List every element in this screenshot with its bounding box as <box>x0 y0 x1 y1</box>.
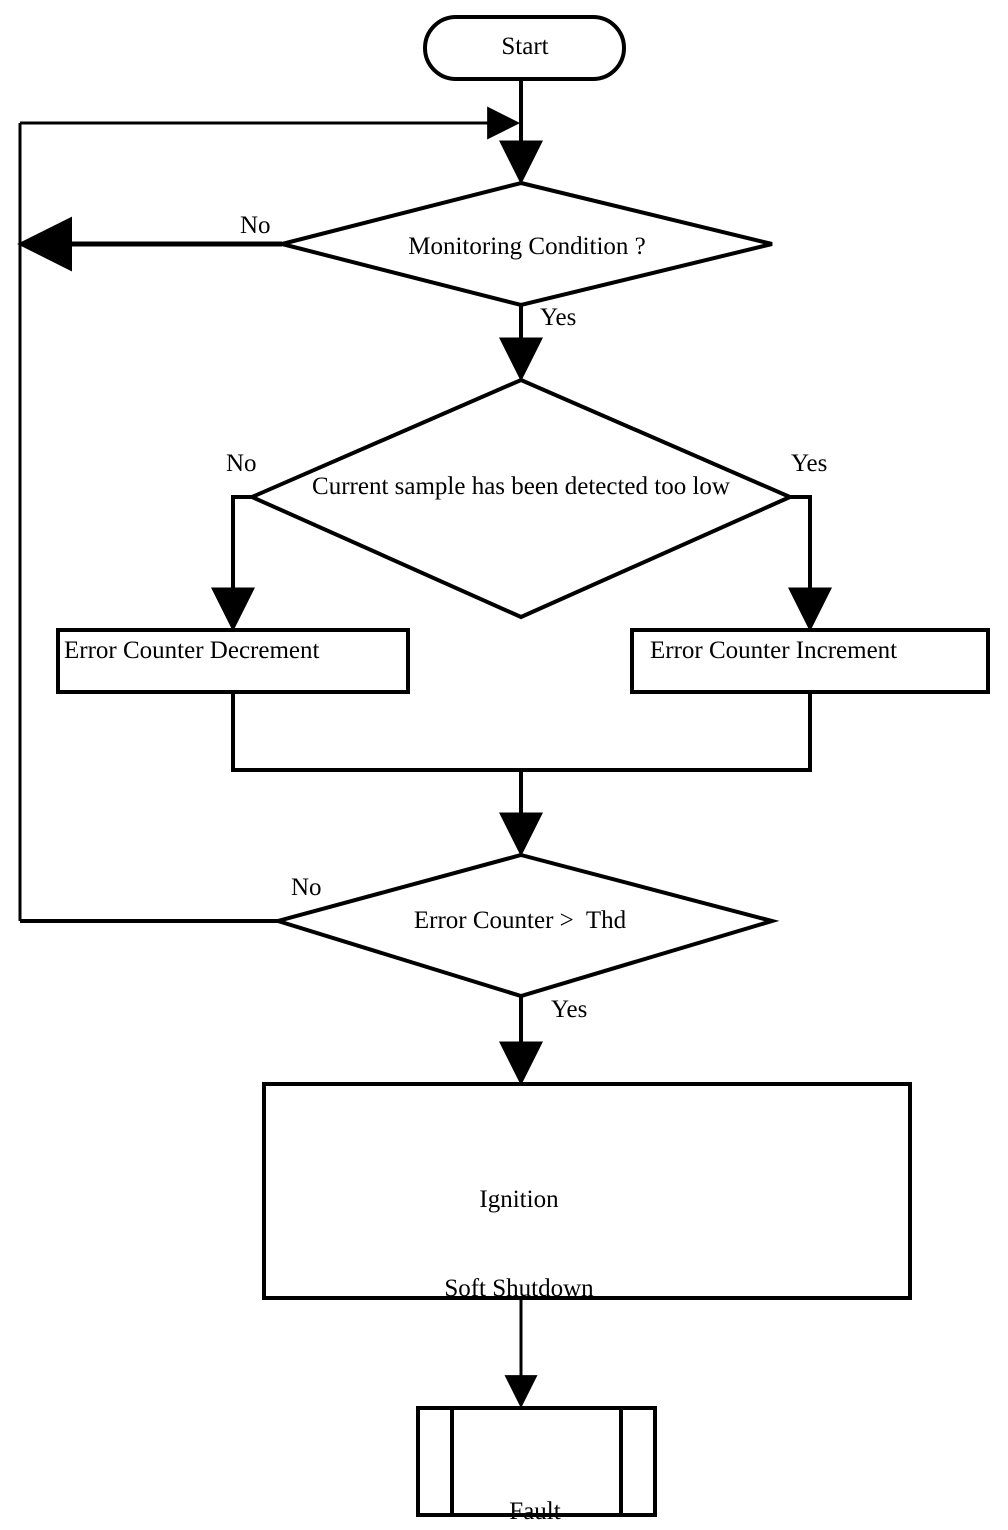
edge-label-monitoring-no: No <box>240 212 271 239</box>
ignition-soft-shutdown-shape <box>262 1082 912 1300</box>
edge-label-sample-no: No <box>226 450 257 477</box>
fault-processing-shape <box>416 1406 657 1517</box>
error-counter-decrement-shape <box>56 628 410 694</box>
edge-merge-counters <box>231 692 812 772</box>
start-node-shape <box>423 15 626 81</box>
edge-sample-yes <box>788 495 832 632</box>
error-counter-increment-shape <box>630 628 990 694</box>
edge-sample-no <box>211 495 255 632</box>
monitoring-condition-shape <box>281 180 773 308</box>
edge-label-monitoring-yes: Yes <box>540 304 577 331</box>
edge-label-sample-yes: Yes <box>791 450 828 477</box>
edge-label-threshold-yes: Yes <box>551 996 588 1023</box>
error-counter-threshold-shape <box>270 852 780 999</box>
edge-label-threshold-no: No <box>291 874 322 901</box>
sample-too-low-shape <box>247 377 795 620</box>
